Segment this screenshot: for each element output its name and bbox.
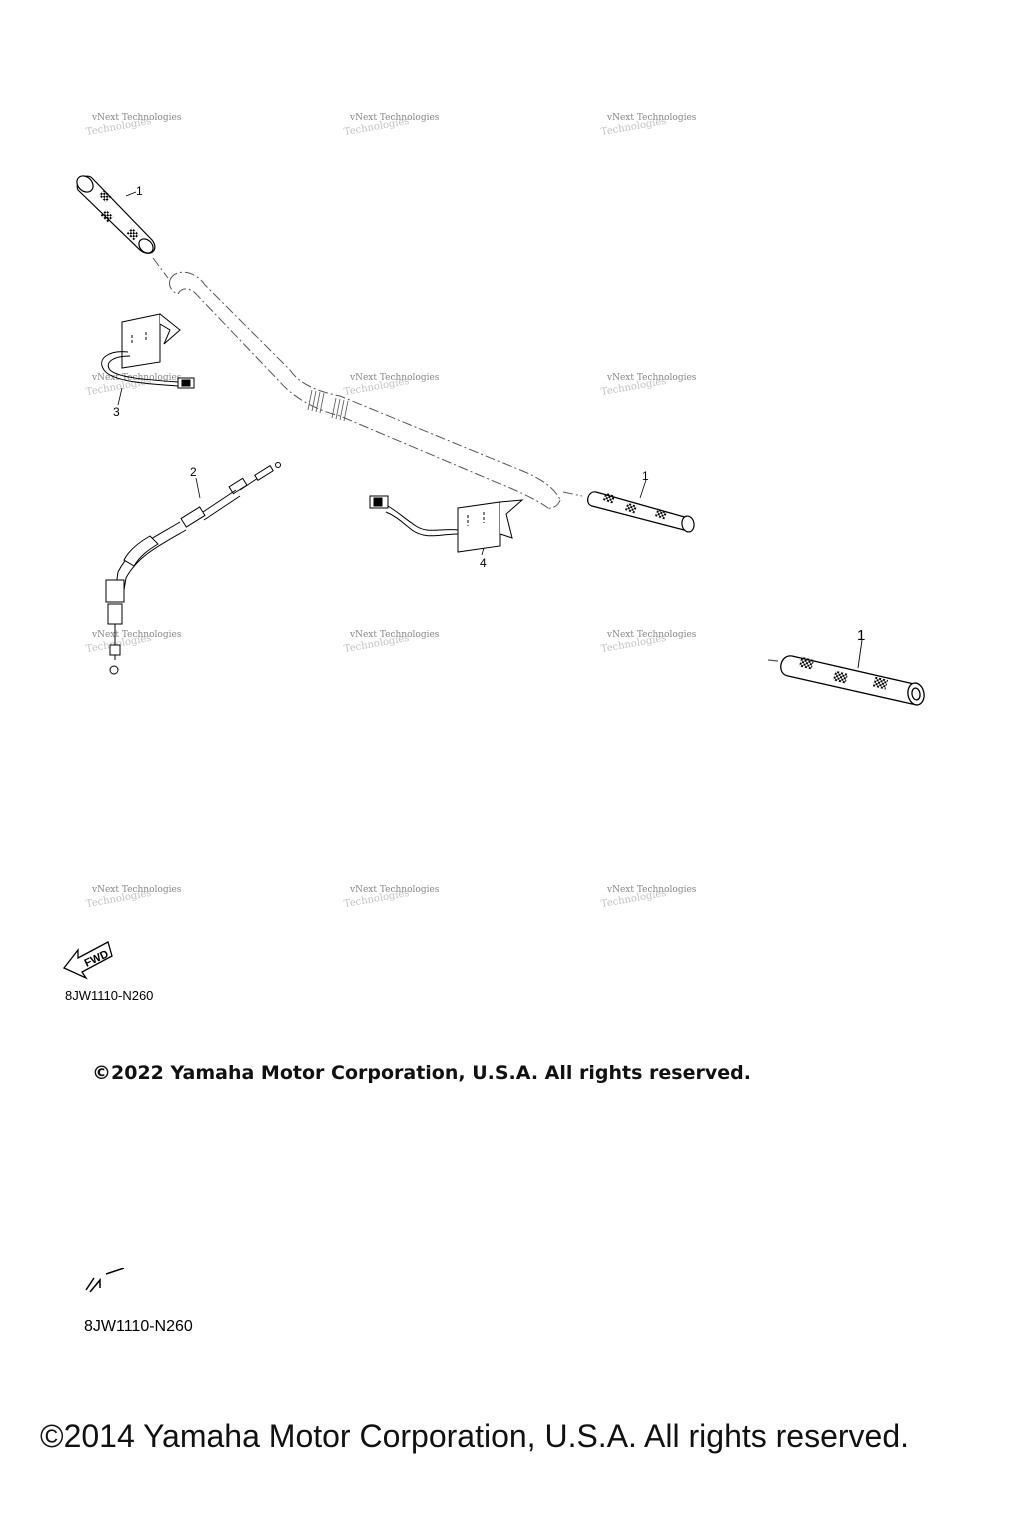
watermark: vNext Technologies Technologies bbox=[343, 885, 440, 910]
callout-1c: 1 bbox=[857, 627, 865, 644]
svg-text:vNext Technologies: vNext Technologies bbox=[91, 885, 182, 895]
fwd-arrow-partial-icon bbox=[85, 1268, 125, 1293]
svg-text:vNext Technologies: vNext Technologies bbox=[91, 630, 182, 640]
watermark: vNext Technologies Technologies bbox=[343, 113, 440, 138]
callout-2: 2 bbox=[190, 465, 197, 479]
svg-text:vNext Technologies: vNext Technologies bbox=[349, 630, 440, 640]
svg-text:vNext Technologies: vNext Technologies bbox=[349, 373, 440, 383]
callout-1: 1 bbox=[136, 184, 143, 198]
svg-text:vNext Technologies: vNext Technologies bbox=[606, 630, 697, 640]
drawing-code: 8JW1110-N260 bbox=[65, 988, 154, 1003]
watermark: vNext Technologies Technologies bbox=[600, 885, 697, 910]
svg-text:vNext Technologies: vNext Technologies bbox=[91, 113, 182, 123]
grip-heater-right bbox=[369, 495, 524, 553]
watermark: vNext Technologies Technologies bbox=[343, 630, 440, 655]
grip-heater-left bbox=[101, 313, 195, 389]
svg-text:vNext Technologies: vNext Technologies bbox=[606, 373, 697, 383]
watermark: vNext Technologies Technologies bbox=[85, 630, 182, 655]
drawing-code-bottom: 8JW1110-N260 bbox=[84, 1318, 193, 1335]
svg-text:vNext Technologies: vNext Technologies bbox=[606, 885, 697, 895]
callout-1b: 1 bbox=[642, 469, 649, 483]
watermark: vNext Technologies Technologies bbox=[600, 113, 697, 138]
handlebar-knurl bbox=[307, 389, 349, 422]
grip-far-right bbox=[780, 655, 925, 706]
svg-text:vNext Technologies: vNext Technologies bbox=[349, 885, 440, 895]
callout-4: 4 bbox=[480, 556, 487, 570]
grip-top-left bbox=[76, 175, 156, 254]
svg-text:vNext Technologies: vNext Technologies bbox=[606, 113, 697, 123]
copyright-bottom: ©2014 Yamaha Motor Corporation, U.S.A. A… bbox=[40, 1418, 910, 1454]
watermark: vNext Technologies Technologies bbox=[343, 373, 440, 398]
copyright-top: ©2022 Yamaha Motor Corporation, U.S.A. A… bbox=[92, 1062, 751, 1084]
watermark: vNext Technologies Technologies bbox=[85, 885, 182, 910]
parts-diagram: vNext Technologies Technologies Technolo… bbox=[62, 113, 925, 980]
watermark-grid: vNext Technologies Technologies vNext Te… bbox=[85, 113, 697, 910]
fwd-arrow-icon: FWD bbox=[62, 941, 113, 980]
watermark: vNext Technologies Technologies bbox=[85, 113, 182, 138]
throttle-cable bbox=[105, 462, 281, 675]
grip-right bbox=[587, 491, 695, 533]
svg-text:FWD: FWD bbox=[83, 948, 111, 969]
callout-3: 3 bbox=[113, 405, 120, 419]
watermark: vNext Technologies Technologies bbox=[600, 373, 697, 398]
svg-text:vNext Technologies: vNext Technologies bbox=[349, 113, 440, 123]
watermark: vNext Technologies Technologies bbox=[600, 630, 697, 655]
handlebar-outline bbox=[152, 257, 583, 509]
